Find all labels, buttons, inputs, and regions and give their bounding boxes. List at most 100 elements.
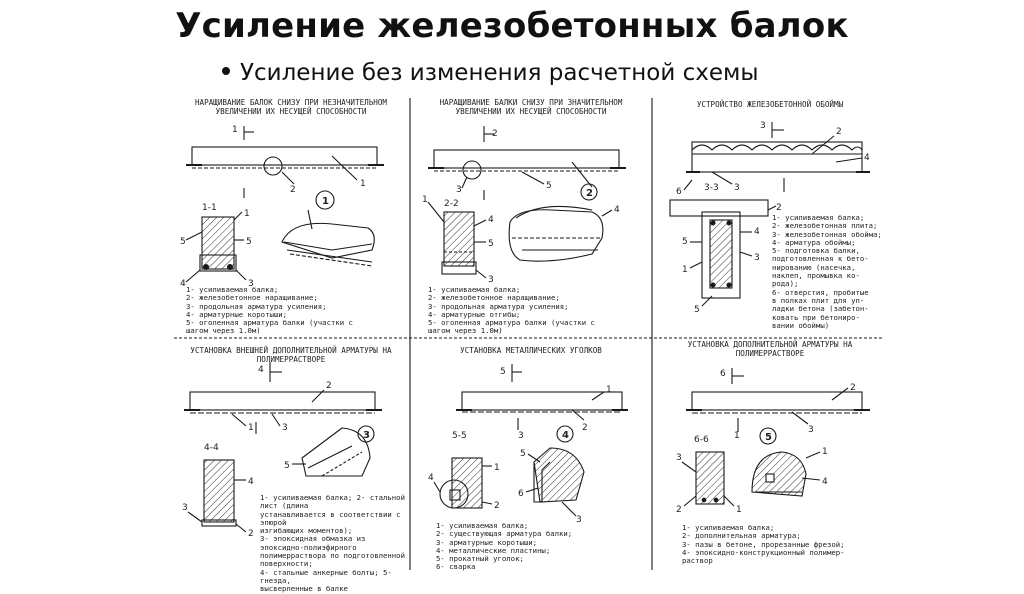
callout-number: 1 xyxy=(360,179,366,189)
callout-number: 1 xyxy=(822,447,828,457)
panel-title: УСТРОЙСТВО ЖЕЛЕЗОБЕТОННОЙ ОБОЙМЫ xyxy=(696,100,844,109)
legend-line: 3- железобетонная обойма; xyxy=(772,229,882,239)
panel-legend: 1- усиливаемая балка; 2- железобетонная … xyxy=(772,213,882,330)
legend-line: 2- дополнительная арматура; xyxy=(682,531,801,541)
callout-number: 1 xyxy=(734,431,740,441)
panel-5-drawing xyxy=(433,364,628,517)
callout-number: 4 xyxy=(180,279,186,289)
legend-line: 3- пазы в бетоне, прорезанные фрезой; xyxy=(682,539,845,549)
callout-number: 4 xyxy=(822,477,828,487)
callout-number: 4 xyxy=(488,215,494,225)
section-label: 3-3 xyxy=(704,183,719,193)
panel-title: УСТАНОВКА ВНЕШНЕЙ ДОПОЛНИТЕЛЬНОЙ АРМАТУР… xyxy=(190,346,392,364)
callout-number: 5 xyxy=(284,461,290,471)
circle-number: 5 xyxy=(765,432,772,443)
callout-number: 3 xyxy=(182,503,188,513)
legend-line: 5- оголенная арматура балки (участки с xyxy=(186,318,353,328)
callout-number: 3 xyxy=(576,515,582,525)
callout-number: 2 xyxy=(850,383,856,393)
slide-title: Усиление железобетонных балок xyxy=(175,6,849,46)
legend-line: наклеп, промывка ко- xyxy=(772,271,860,281)
callout-number: 3 xyxy=(456,185,462,195)
callout-number: 1 xyxy=(494,463,500,473)
callout-number: 3 xyxy=(754,253,760,263)
callout-number: 1 xyxy=(422,195,428,205)
legend-line: шагом через 1.0м) xyxy=(186,326,261,336)
scanned-drawing-sheet: 1-1 2-2 3-3 4-4 5-5 6-6 1 2 3 4 5 1 2 3 … xyxy=(172,92,886,593)
cut-marker: 3 xyxy=(760,121,766,131)
legend-line: в полках плит для уп- xyxy=(772,295,865,305)
panel-legend: 1- усиливаемая балка; 2- железобетонное … xyxy=(428,285,595,336)
callout-number: 4 xyxy=(614,205,620,215)
circle-number: 4 xyxy=(562,430,569,441)
section-label: 5-5 xyxy=(452,431,467,441)
panel-legend: 1- усиливаемая балка; 2- дополнительная … xyxy=(682,523,845,566)
callout-number: 5 xyxy=(694,305,700,315)
callout-number: 4 xyxy=(248,477,254,487)
callout-number: 3 xyxy=(808,425,814,435)
circle-number: 1 xyxy=(322,196,329,207)
legend-line: ковать при бетониро- xyxy=(772,312,860,322)
legend-line: изгибающих моментов); xyxy=(260,526,353,536)
legend-line: 3- продольная арматура усиления; xyxy=(428,301,569,311)
bullet-item: Усиление без изменения расчетной схемы xyxy=(222,60,759,86)
callout-number: 6 xyxy=(518,489,524,499)
panel-2-drawing xyxy=(427,126,626,279)
callout-number: 3 xyxy=(518,431,524,441)
panel-3-drawing xyxy=(669,122,870,307)
callout-number: 5 xyxy=(520,449,526,459)
callout-number: 6 xyxy=(676,187,682,197)
panel-legend: 1- усиливаемая балка; 2- существующая ар… xyxy=(436,521,573,572)
legend-line: устанавливается в соответствии с эпюрой xyxy=(260,509,401,527)
callout-number: 3 xyxy=(248,279,254,289)
legend-line: 3- эпоксидная обмазка из эпоксидно-полиэ… xyxy=(260,534,366,552)
legend-line: высверленные в балке xyxy=(260,584,348,594)
callout-number: 1 xyxy=(682,265,688,275)
legend-line: 3- продольная арматура усиления; xyxy=(186,301,327,311)
legend-line: шагом через 1.0м) xyxy=(428,326,503,336)
section-label: 1-1 xyxy=(202,203,217,213)
technical-drawings: 1-1 2-2 3-3 4-4 5-5 6-6 1 2 3 4 5 1 2 3 … xyxy=(174,98,884,570)
cut-marker: 2 xyxy=(492,129,498,139)
callout-number: 3 xyxy=(282,423,288,433)
panel-legend: 1- усиливаемая балка; 2- железобетонное … xyxy=(186,285,353,336)
legend-line: 2- существующая арматура балки; xyxy=(436,529,573,539)
legend-line: нированию (насечка, xyxy=(772,262,856,272)
panel-4-drawing xyxy=(184,362,382,533)
panel-1-drawing xyxy=(185,126,384,283)
callout-number: 2 xyxy=(676,505,682,515)
cut-marker: 4 xyxy=(258,365,264,375)
callout-number: 2 xyxy=(776,203,782,213)
legend-line: 1- усиливаемая балка; xyxy=(428,285,521,294)
legend-line: 1- усиливаемая балка; xyxy=(772,213,865,222)
legend-line: 3- арматурные коротыши; xyxy=(436,537,538,547)
circle-number: 2 xyxy=(586,188,593,199)
cut-marker: 5 xyxy=(500,367,506,377)
legend-line: 2- железобетонное наращивание; xyxy=(186,293,318,303)
callout-number: 4 xyxy=(754,227,760,237)
legend-line: полимерраствора по подготовленной поверх… xyxy=(260,551,405,569)
callout-number: 5 xyxy=(180,237,186,247)
legend-line: подготовленная к бето- xyxy=(772,254,869,264)
callout-number: 3 xyxy=(676,453,682,463)
legend-line: 5- оголенная арматура балки (участки с xyxy=(428,318,595,328)
legend-line: раствор xyxy=(682,556,713,566)
bullet-text: Усиление без изменения расчетной схемы xyxy=(240,60,759,86)
legend-line: 1- усиливаемая балка; 2- стальной лист (… xyxy=(260,493,405,511)
legend-line: 5- прокатный уголок; xyxy=(436,554,524,564)
callout-number: 1 xyxy=(248,423,254,433)
callout-number: 3 xyxy=(734,183,740,193)
legend-line: 6- отверстия, пробитые xyxy=(772,287,869,297)
legend-line: 2- железобетонная плита; xyxy=(772,221,878,231)
callout-number: 1 xyxy=(736,505,742,515)
legend-line: вании обоймы) xyxy=(772,320,830,330)
callout-number: 2 xyxy=(836,127,842,137)
legend-line: 4- арматура обоймы; xyxy=(772,237,856,247)
panel-legend: 1- усиливаемая балка; 2- стальной лист (… xyxy=(260,493,406,594)
legend-line: 2- железобетонное наращивание; xyxy=(428,293,560,303)
callout-number: 2 xyxy=(494,501,500,511)
callout-number: 2 xyxy=(326,381,332,391)
legend-line: 5- подготовка балки, xyxy=(772,246,860,256)
panel-title: НАРАЩИВАНИЕ БАЛКИ СНИЗУ ПРИ ЗНАЧИТЕЛЬНОМ… xyxy=(439,98,623,116)
panel-title: УСТАНОВКА МЕТАЛЛИЧЕСКИХ УГОЛКОВ xyxy=(460,346,602,355)
